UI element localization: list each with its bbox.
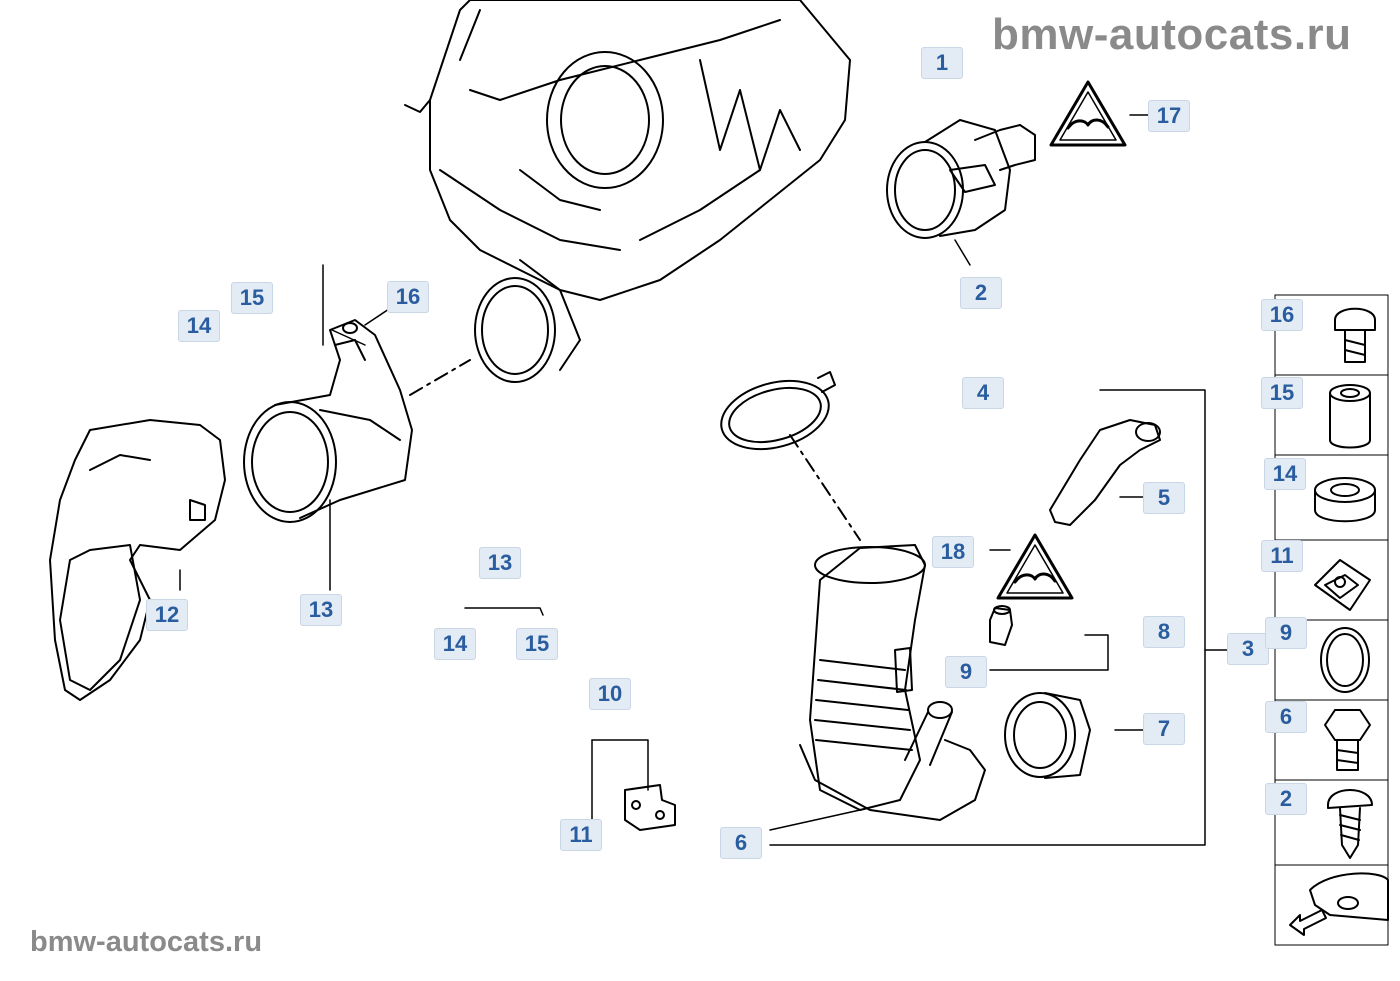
leader-lines bbox=[179, 114, 1231, 846]
intake-funnel bbox=[243, 319, 413, 523]
callout-18[interactable]: 18 bbox=[932, 536, 974, 568]
hose-clamp bbox=[720, 371, 836, 451]
air-duct bbox=[49, 419, 226, 701]
legend-label-16[interactable]: 16 bbox=[1261, 299, 1303, 331]
legend-label-6[interactable]: 6 bbox=[1265, 701, 1307, 733]
callout-5[interactable]: 5 bbox=[1143, 482, 1185, 514]
intake-bellows bbox=[799, 544, 986, 821]
bolt-icon bbox=[1334, 307, 1376, 363]
warning-label-18 bbox=[996, 533, 1074, 600]
hex-bolt-icon bbox=[1324, 709, 1371, 771]
callout-6[interactable]: 6 bbox=[720, 827, 762, 859]
seal-ring-icon bbox=[1320, 627, 1370, 693]
callout-7[interactable]: 7 bbox=[1143, 713, 1185, 745]
callout-4[interactable]: 4 bbox=[962, 377, 1004, 409]
callout-13-b[interactable]: 13 bbox=[479, 547, 521, 579]
callout-15-a[interactable]: 15 bbox=[231, 282, 273, 314]
air-filter-housing bbox=[404, 0, 851, 383]
callout-2[interactable]: 2 bbox=[960, 277, 1002, 309]
vehicle-location-icon bbox=[1289, 872, 1389, 936]
legend-label-2[interactable]: 2 bbox=[1265, 783, 1307, 815]
mass-air-flow-sensor bbox=[886, 119, 1036, 239]
bushing-icon bbox=[1329, 384, 1371, 449]
callout-8[interactable]: 8 bbox=[1143, 616, 1185, 648]
callout-17[interactable]: 17 bbox=[1148, 100, 1190, 132]
callout-3[interactable]: 3 bbox=[1227, 633, 1269, 665]
clip-nut-icon bbox=[1314, 559, 1371, 611]
screw-icon bbox=[1327, 789, 1373, 859]
callout-1[interactable]: 1 bbox=[921, 47, 963, 79]
rubber-sleeve bbox=[1004, 692, 1091, 779]
callout-12[interactable]: 12 bbox=[146, 599, 188, 631]
callout-11[interactable]: 11 bbox=[560, 819, 602, 851]
callout-10[interactable]: 10 bbox=[589, 678, 631, 710]
nipple-fitting bbox=[989, 605, 1013, 646]
warning-label-17 bbox=[1049, 80, 1127, 147]
callout-15-b[interactable]: 15 bbox=[516, 628, 558, 660]
callout-9[interactable]: 9 bbox=[945, 656, 987, 688]
callout-14-b[interactable]: 14 bbox=[434, 628, 476, 660]
callout-14-a[interactable]: 14 bbox=[178, 310, 220, 342]
callout-16[interactable]: 16 bbox=[387, 281, 429, 313]
watermark-bottom: bmw-autocats.ru bbox=[30, 926, 263, 958]
legend-label-11[interactable]: 11 bbox=[1261, 540, 1303, 572]
legend-label-9[interactable]: 9 bbox=[1265, 617, 1307, 649]
watermark-top: bmw-autocats.ru bbox=[992, 10, 1352, 59]
grommet-icon bbox=[1314, 477, 1376, 523]
vent-hose bbox=[1049, 419, 1161, 526]
callout-13-a[interactable]: 13 bbox=[300, 594, 342, 626]
legend-label-15[interactable]: 15 bbox=[1261, 377, 1303, 409]
legend-label-14[interactable]: 14 bbox=[1264, 458, 1306, 490]
bracket-plate bbox=[624, 784, 676, 831]
